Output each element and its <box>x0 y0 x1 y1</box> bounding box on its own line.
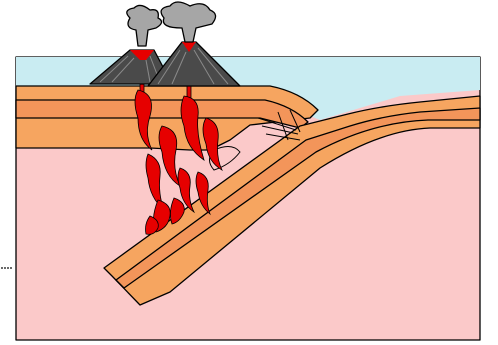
ash-plume-left <box>127 5 162 46</box>
ash-plume-right <box>161 2 215 42</box>
leader-line <box>1 267 12 269</box>
